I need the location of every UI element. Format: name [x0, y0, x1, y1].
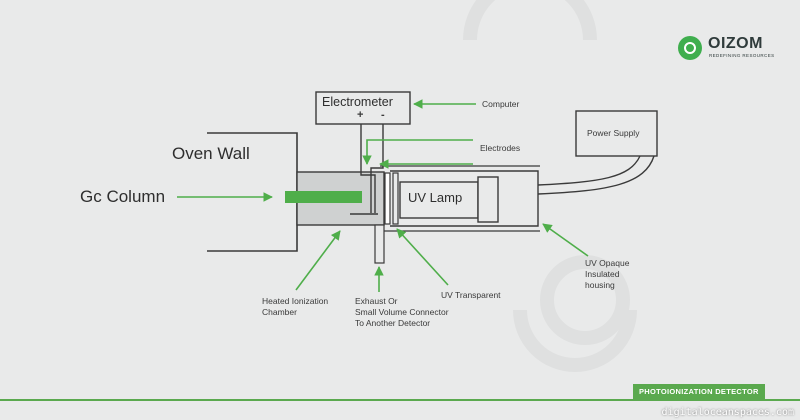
power-supply-label: Power Supply — [587, 128, 640, 138]
oizom-logo-name: OIZOM — [708, 35, 763, 52]
uv-opaque-label: UV Opaque Insulated housing — [585, 258, 629, 291]
uv-opaque-line-2: Insulated — [585, 269, 620, 279]
uv-opaque-line-3: housing — [585, 280, 615, 290]
exhaust-line-2: Small Volume Connector — [355, 307, 449, 317]
uv-opaque-line-1: UV Opaque — [585, 258, 630, 268]
electrometer-plus: + — [357, 109, 364, 121]
exhaust-line-3: To Another Detector — [355, 318, 431, 328]
uv-transparent-window — [384, 172, 391, 225]
arrow-uv-opaque — [542, 223, 589, 257]
gc-column-bar — [285, 191, 362, 203]
footer-rule — [0, 399, 800, 401]
arrow-uv-transparent — [396, 228, 449, 286]
power-supply-box — [575, 110, 658, 157]
power-cable-upper — [537, 155, 641, 186]
source-watermark: digitaloceanspaces.com — [661, 407, 794, 418]
oizom-logo: OIZOM REDEFINING RESOURCES — [678, 34, 778, 64]
computer-label: Computer — [482, 99, 520, 109]
arrow-electrode-upper — [362, 139, 473, 165]
uv-window-frame — [392, 172, 399, 225]
uv-opaque-housing — [390, 170, 539, 227]
electrodes-label: Electrodes — [480, 143, 521, 153]
pointer-arrows — [177, 99, 589, 292]
background-decoration — [463, 0, 637, 372]
electrode-wire-plus — [360, 124, 376, 213]
power-cable-lower — [537, 155, 655, 195]
electrometer-minus: - — [381, 109, 385, 121]
electrode-wire-minus — [370, 124, 384, 213]
uv-transparent-label: UV Transparent — [441, 290, 501, 300]
gc-column-label: Gc Column — [80, 187, 166, 206]
heated-chamber-line-1: Heated Ionization — [262, 296, 329, 306]
heated-chamber-line-2: Chamber — [262, 307, 297, 317]
exhaust-line-1: Exhaust Or — [355, 296, 398, 306]
electrometer-label: Electrometer — [322, 95, 393, 109]
section-title-tag: PHOTOIONIZATION DETECTOR — [633, 384, 765, 400]
oven-wall-label: Oven Wall — [172, 144, 250, 163]
arrow-heated-chamber — [295, 230, 341, 291]
exhaust-label: Exhaust Or Small Volume Connector To Ano… — [355, 296, 449, 329]
electrometer-box — [315, 91, 411, 125]
oizom-logo-icon — [678, 36, 702, 60]
heated-chamber-label: Heated Ionization Chamber — [262, 296, 328, 318]
uv-lamp-cap — [477, 176, 499, 223]
exhaust-tube — [374, 224, 385, 264]
oizom-logo-tagline: REDEFINING RESOURCES — [709, 53, 775, 58]
uv-lamp-label: UV Lamp — [408, 190, 463, 205]
